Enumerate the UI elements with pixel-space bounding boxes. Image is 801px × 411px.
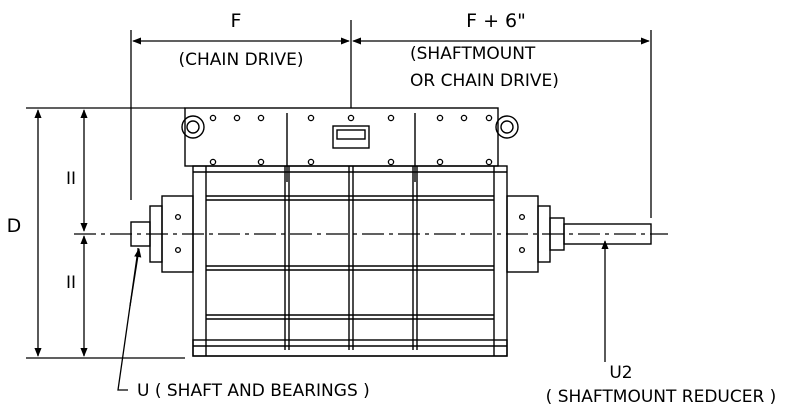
u-leader-arrow <box>129 248 142 307</box>
shaftmount-label-line1: (SHAFTMOUNT <box>410 44 536 64</box>
lifting-lug-right-inner <box>500 120 514 134</box>
lifting-lug-left <box>181 115 205 139</box>
chain-drive-label: (CHAIN DRIVE) <box>179 50 304 70</box>
nameplate <box>332 125 370 149</box>
dim-d-label: D <box>7 215 22 237</box>
u2-label: U2 <box>609 363 632 383</box>
dim-f-label: F <box>231 10 242 32</box>
u2-sub-label: ( SHAFTMOUNT REDUCER ) <box>546 387 777 407</box>
u-shaft-label: U ( SHAFT AND BEARINGS ) <box>137 381 370 401</box>
pulley-body <box>130 107 652 357</box>
lifting-lug-left-inner <box>186 120 200 134</box>
top-plate <box>184 107 499 167</box>
dim-half-top-label: II <box>66 169 76 189</box>
u-leader <box>117 248 139 391</box>
bolt-holes <box>174 114 526 254</box>
lifting-lug-right <box>495 115 519 139</box>
dim-f6-label: F + 6" <box>466 10 526 32</box>
left-shaft <box>130 221 151 247</box>
shaftmount-label-line2: OR CHAIN DRIVE) <box>410 71 559 91</box>
base-plate <box>192 339 508 357</box>
dimension-lines <box>26 20 652 391</box>
dim-half-bottom-label: II <box>66 273 76 293</box>
right-shaft-extension <box>563 223 652 245</box>
main-frame <box>192 165 508 357</box>
